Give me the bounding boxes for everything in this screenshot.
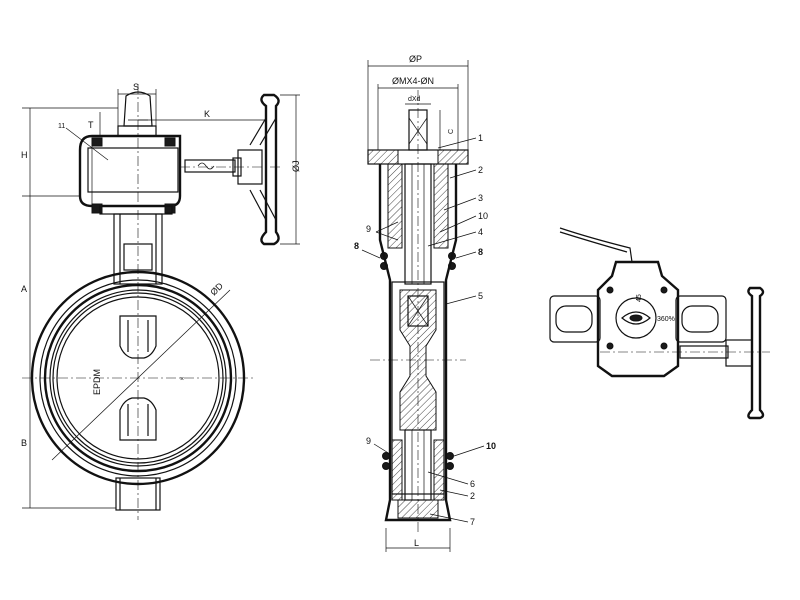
section-dimensions: ØP ØMX4-ØN dXd C L [367,54,469,552]
disc-mark: × [180,376,184,383]
dim-j-label: ØJ [291,160,301,172]
dim-p-label: ØP [409,54,422,64]
dim-dxd-label: dXd [408,96,421,103]
part-6-label: 6 [470,479,475,489]
part-10-top-label: 10 [478,211,488,221]
part-10-bottom-label: 10 [486,441,496,451]
part-1-label: 1 [478,133,483,143]
liner-material-label: EPDM [92,369,102,395]
part-2-top-label: 2 [478,165,483,175]
front-view: EPDM × S T K H A B [21,82,301,520]
top-scale-label: 45 [636,294,643,302]
dim-h-label: H [21,150,28,160]
part-5-label: 5 [478,291,483,301]
dim-k-label: K [204,109,210,119]
side-scale-label: 360% [657,316,675,323]
dim-d-label: ØD [208,280,225,297]
gearbox [78,91,182,215]
dim-mn-label: ØMX4-ØN [392,76,434,86]
part-9-top-label: 9 [366,224,371,234]
front-dimensions: S T K H A B ØJ ØD [21,82,301,509]
dim-b-label: B [21,438,27,448]
part-4-label: 4 [478,227,483,237]
dim-l-label: L [414,538,419,548]
valve-body: EPDM × [30,270,246,511]
dim-a-label: A [21,284,27,294]
top-view: 45 360% [549,227,770,420]
dim-t-label: T [88,120,94,130]
part-3-label: 3 [478,193,483,203]
part-8-left-label: 8 [354,241,359,251]
part-9-bottom-label: 9 [366,436,371,446]
part-8-right-label: 8 [478,247,483,257]
part-leaders: 1 2 3 10 4 9 8 8 5 9 10 6 [354,133,496,527]
section-view: ØP ØMX4-ØN dXd C L 1 2 3 10 4 [354,54,496,552]
dim-c-label: C [448,129,455,134]
part-2-bottom-label: 2 [470,491,475,501]
part-11-label: 11 [58,123,65,130]
dim-s-label: S [133,82,139,92]
part-7-label: 7 [470,517,475,527]
handwheel [180,93,282,246]
